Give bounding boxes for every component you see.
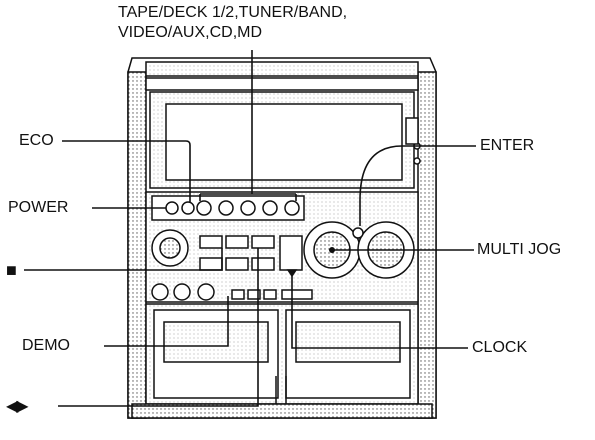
demo-label: DEMO — [22, 337, 70, 354]
sources-label-line2: VIDEO/AUX,CD,MD — [118, 24, 263, 41]
eco-label: ECO — [19, 132, 54, 149]
stereo-unit — [127, 57, 437, 419]
multi-jog-pointer-dot — [329, 247, 335, 253]
multi-jog-label: MULTI JOG — [477, 241, 562, 258]
clock-label: CLOCK — [472, 339, 528, 356]
callout-lines — [24, 50, 476, 407]
rewind-fast-forward-icon: ◀▶ — [6, 398, 29, 415]
stop-icon: ■ — [6, 260, 17, 280]
power-label: POWER — [8, 199, 69, 216]
enter-label: ENTER — [480, 137, 535, 154]
sources-label-line1: TAPE/DECK 1/2,TUNER/BAND, — [118, 4, 348, 21]
